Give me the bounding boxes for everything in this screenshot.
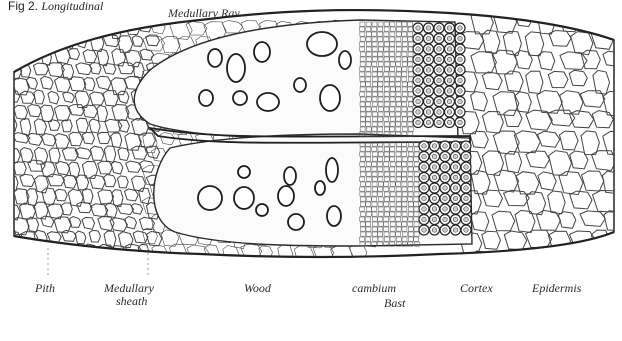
label-pith: Pith [35,282,55,294]
label-medullary-sheath-2: sheath [116,295,147,307]
label-leaders [48,248,148,275]
label-epidermis: Epidermis [532,282,581,294]
label-cambium: cambium [352,282,396,294]
label-wood: Wood [244,282,271,294]
label-cortex: Cortex [460,282,493,294]
label-medullary-sheath-1: Medullary [104,282,154,294]
label-bast: Bast [384,297,405,309]
